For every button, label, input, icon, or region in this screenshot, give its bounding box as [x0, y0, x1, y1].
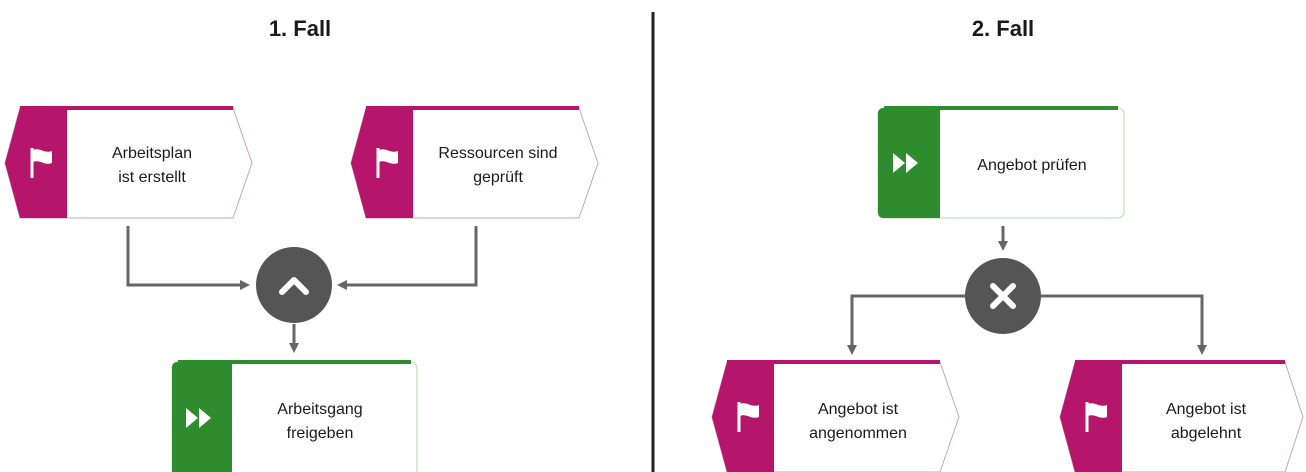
- event-label-line1: Arbeitsplan: [112, 145, 192, 162]
- cross-icon: [990, 283, 1016, 309]
- event-arbeitsplan-ist-erstellt[interactable]: Arbeitsplan ist erstellt: [4, 106, 253, 219]
- event-angebot-ist-abgelehnt[interactable]: Angebot ist abgelehnt: [1059, 360, 1304, 472]
- flag-icon: [737, 402, 759, 432]
- function-angebot-pruefen[interactable]: Angebot prüfen: [877, 106, 1125, 219]
- fast-forward-icon: [186, 408, 211, 428]
- flow-arrow: [847, 294, 965, 355]
- function-arbeitsgang-freigeben[interactable]: Arbeitsgang freigeben: [171, 360, 418, 472]
- flow-arrow: [1041, 294, 1207, 355]
- event-label-line1: Ressourcen sind: [438, 145, 557, 162]
- function-label-line2: freigeben: [287, 425, 354, 442]
- flow-arrow: [126, 226, 250, 290]
- event-ressourcen-sind-geprueft[interactable]: Ressourcen sind geprüft: [350, 106, 599, 219]
- and-connector[interactable]: [256, 247, 332, 323]
- xor-connector[interactable]: [965, 258, 1041, 334]
- panel-1-title: 1. Fall: [269, 16, 331, 41]
- flag-icon: [30, 148, 52, 178]
- flag-icon: [376, 148, 398, 178]
- flag-icon: [1085, 402, 1107, 432]
- fast-forward-icon: [893, 153, 918, 173]
- panel-2-title: 2. Fall: [972, 16, 1034, 41]
- flow-arrow: [337, 226, 478, 290]
- event-label-line2: ist erstellt: [118, 169, 186, 186]
- event-label-line1: Angebot ist: [818, 401, 899, 418]
- function-label: Angebot prüfen: [977, 157, 1086, 174]
- event-label-line2: geprüft: [473, 169, 523, 186]
- event-label-line2: abgelehnt: [1171, 425, 1242, 442]
- chevron-up-icon: [279, 277, 309, 295]
- event-label-line2: angenommen: [809, 425, 907, 442]
- function-label-line1: Arbeitsgang: [277, 401, 362, 418]
- event-label-line1: Angebot ist: [1166, 401, 1247, 418]
- event-angebot-ist-angenommen[interactable]: Angebot ist angenommen: [711, 360, 960, 472]
